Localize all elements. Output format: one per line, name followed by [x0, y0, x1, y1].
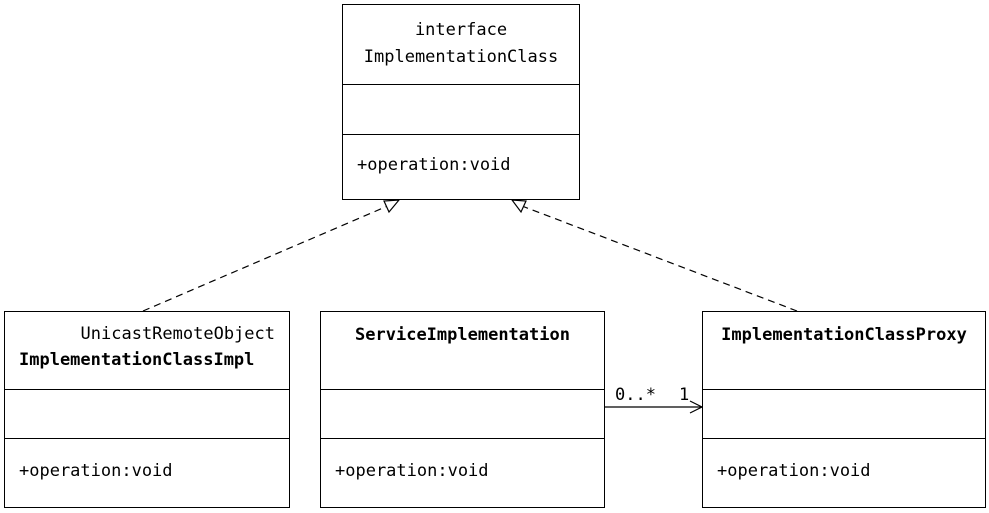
interface-name-compartment: interface ImplementationClass [343, 5, 579, 84]
service-operation: +operation:void [335, 461, 489, 481]
impl-superclass: UnicastRemoteObject [80, 324, 275, 344]
service-class-name: ServiceImplementation [355, 325, 570, 345]
interface-attributes-compartment [343, 84, 579, 134]
interface-stereotype: interface [414, 20, 508, 40]
impl-operations-compartment: +operation:void [5, 438, 289, 507]
interface-operation: +operation:void [357, 155, 511, 175]
realization-impl-arrowhead [383, 199, 401, 214]
interface-operations-compartment: +operation:void [343, 134, 579, 199]
proxy-operation: +operation:void [717, 461, 871, 481]
proxy-class-name: ImplementationClassProxy [721, 325, 967, 345]
proxy-attributes-compartment [703, 389, 985, 438]
realization-proxy-line [521, 205, 798, 312]
service-attributes-compartment [321, 389, 604, 438]
service-operations-compartment: +operation:void [321, 438, 604, 507]
impl-name-compartment: UnicastRemoteObject ImplementationClassI… [5, 312, 289, 389]
realization-proxy-arrowhead [510, 199, 527, 214]
service-name-compartment: ServiceImplementation [321, 312, 604, 389]
realization-impl-line [142, 204, 391, 312]
proxy-operations-compartment: +operation:void [703, 438, 985, 507]
interface-class-name: ImplementationClass [363, 47, 559, 67]
impl-attributes-compartment [5, 389, 289, 438]
impl-class-name: ImplementationClassImpl [19, 350, 255, 370]
service-class-box[interactable]: ServiceImplementation +operation:void [320, 311, 605, 508]
association-target-multiplicity: 1 [679, 385, 690, 405]
impl-class-box[interactable]: UnicastRemoteObject ImplementationClassI… [4, 311, 290, 508]
proxy-class-box[interactable]: ImplementationClassProxy +operation:void [702, 311, 986, 508]
impl-operation: +operation:void [19, 461, 173, 481]
interface-class-box[interactable]: interface ImplementationClass +operation… [342, 4, 580, 200]
association-source-multiplicity: 0..* [615, 385, 656, 405]
proxy-name-compartment: ImplementationClassProxy [703, 312, 985, 389]
